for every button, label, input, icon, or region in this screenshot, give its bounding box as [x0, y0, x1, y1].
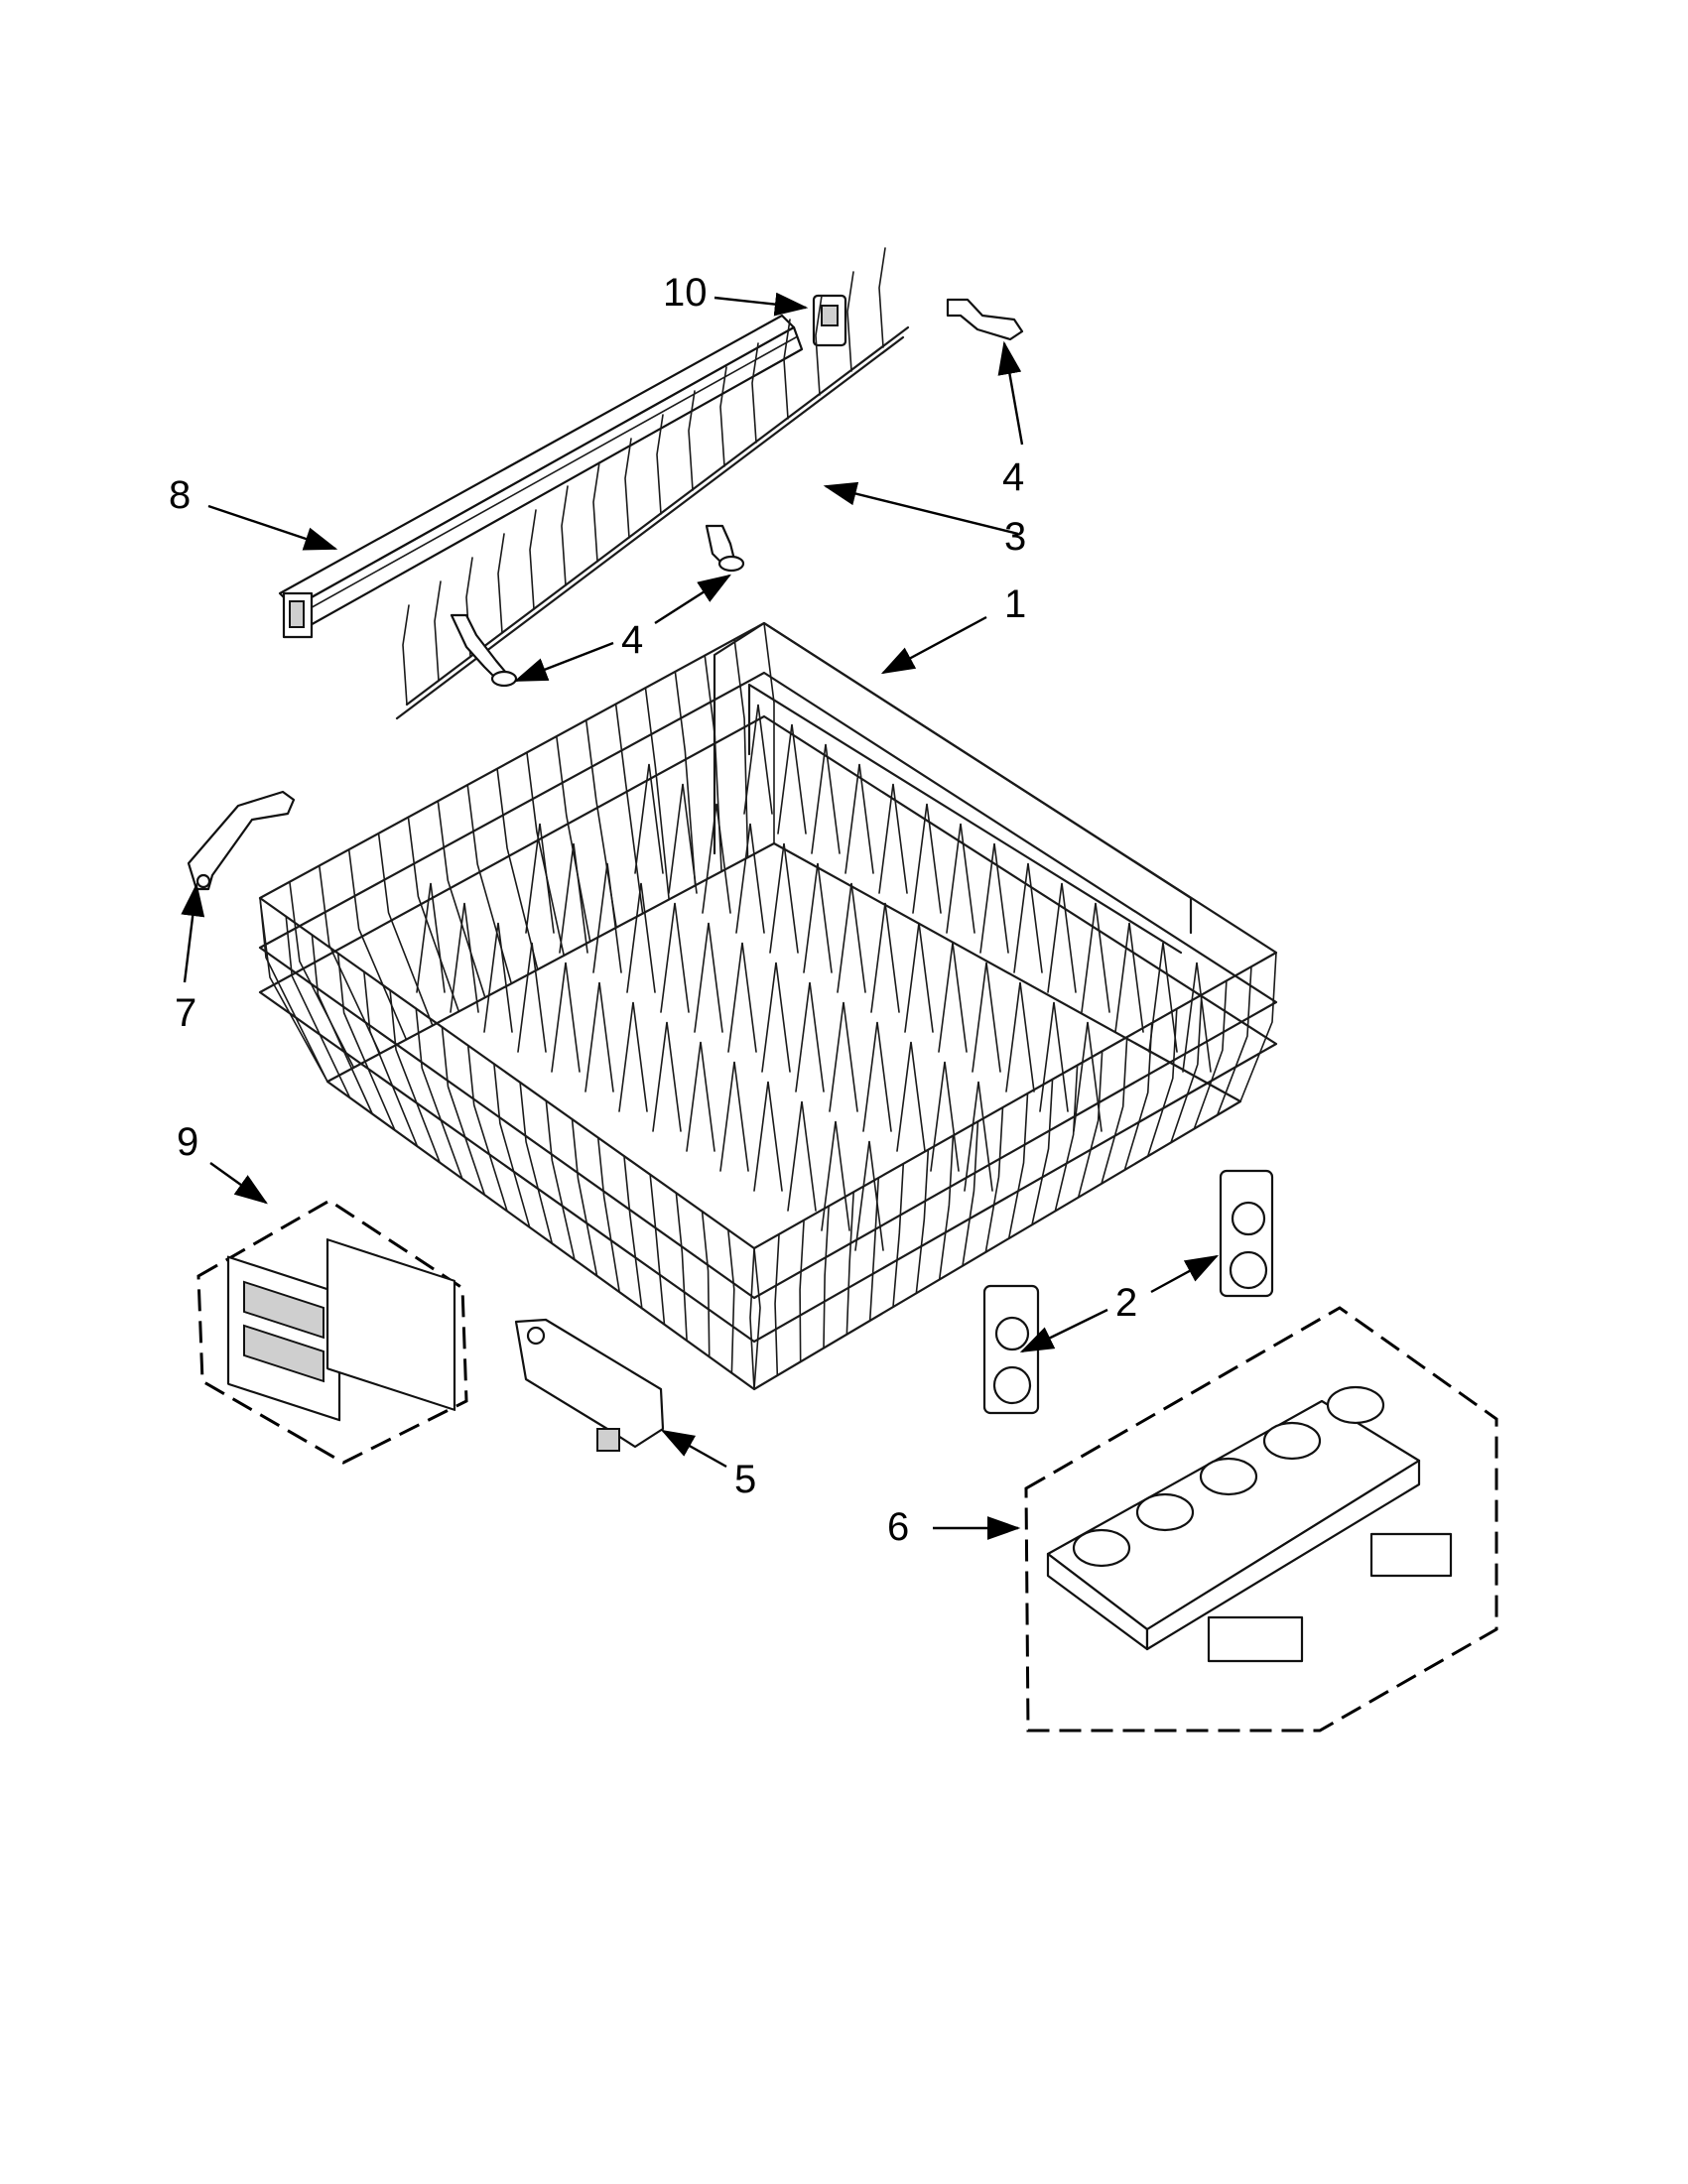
callout-1: 1 [1004, 582, 1026, 626]
rail-part-8 [278, 314, 804, 639]
callout-7: 7 [175, 991, 196, 1035]
callout-labels: 10 8 4 3 1 4 7 9 2 5 6 [169, 271, 1137, 1549]
clip-part-4-upper [946, 298, 1024, 341]
stop-part-5 [514, 1318, 665, 1452]
cup-shelf-kit-part-6 [1024, 1306, 1498, 1733]
callout-6: 6 [887, 1505, 909, 1549]
clip-part-10 [812, 294, 847, 347]
handle-part-7 [187, 790, 296, 891]
callout-4-upper: 4 [1002, 455, 1024, 499]
callout-10: 10 [663, 271, 708, 315]
callout-4-lower: 4 [621, 618, 643, 662]
adjuster-part-2 [982, 1169, 1274, 1415]
callout-2: 2 [1115, 1281, 1137, 1325]
rack-basket-part-1 [258, 621, 1278, 1391]
callout-8: 8 [169, 473, 191, 517]
clip-part-4-lower [450, 524, 745, 688]
callout-5: 5 [734, 1458, 756, 1501]
callout-3: 3 [1004, 515, 1026, 559]
leaders [181, 292, 1220, 1540]
callout-9: 9 [177, 1120, 198, 1164]
bezel-kit-part-9 [196, 1199, 468, 1465]
